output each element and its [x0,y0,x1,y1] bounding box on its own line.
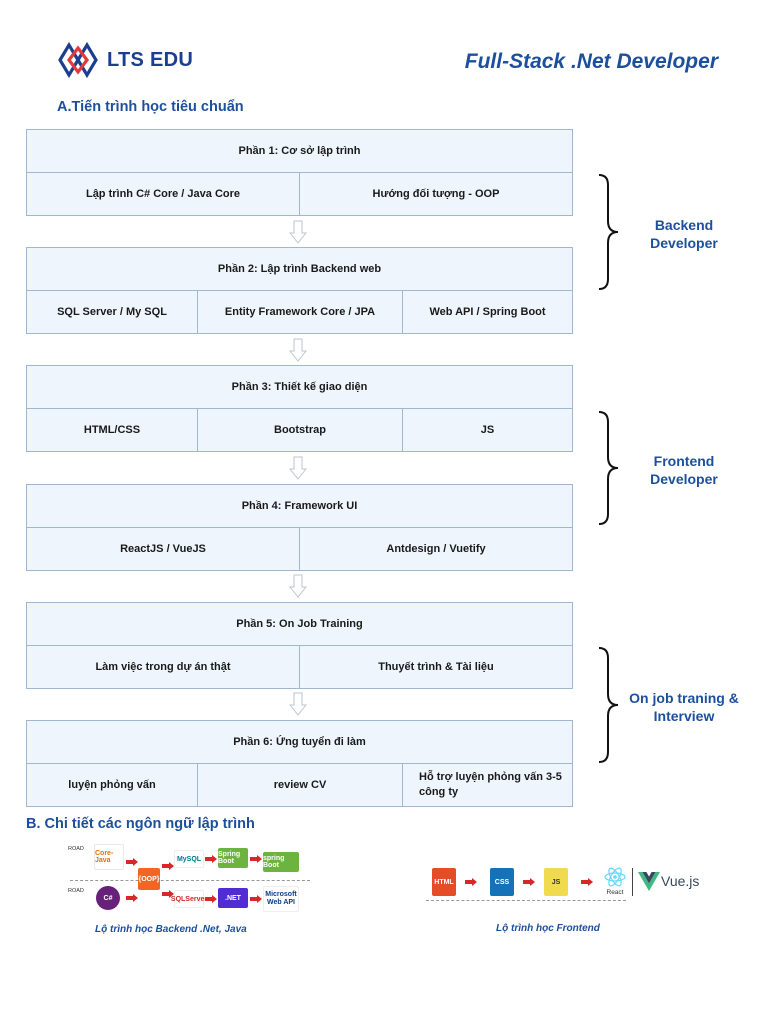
arrow-right-icon [250,895,262,903]
arrow-right-icon [465,878,477,886]
road-label: ROAD [68,846,84,852]
phase-topics: Làm việc trong dự án thật Thuyết trình &… [27,646,572,688]
html5-tile: HTML [432,868,456,896]
phase-topic: Hỗ trợ luyện phỏng vấn 3-5 công ty [419,771,562,798]
phase-topic: Hướng đối tượng - OOP [372,188,500,200]
arrow-right-icon [581,878,593,886]
arrow-right-icon [162,862,174,870]
phase-topic: review CV [198,764,403,806]
phase-3-box: Phần 3: Thiết kế giao diện HTML/CSS Boot… [26,365,573,452]
dotnet-tile: .NET [218,888,248,908]
react-icon [604,867,626,887]
phase-topic: JS [480,424,495,436]
oop-tile: {OOP} [138,868,160,890]
divider [70,880,310,881]
phase-5-box: Phần 5: On Job Training Làm việc trong d… [26,602,573,689]
divider [426,900,626,901]
phase-title: Phần 1: Cơ sở lập trình [27,130,572,173]
phase-topic: Antdesign / Vuetify [386,543,486,555]
phase-topic: HTML/CSS [27,409,198,451]
document-title: Full-Stack .Net Developer [464,50,718,73]
phase-topic: Bootstrap [198,409,403,451]
phase-topic: Entity Framework Core / JPA [198,291,403,333]
vue-icon [638,872,660,891]
arrow-right-icon [162,890,174,898]
down-arrow-icon [289,338,307,362]
arrow-right-icon [250,855,262,863]
phase-topics: SQL Server / My SQL Entity Framework Cor… [27,291,572,333]
phase-topics: Lập trình C# Core / Java Core Hướng đối … [27,173,572,215]
phase-2-box: Phần 2: Lập trình Backend web SQL Server… [26,247,573,334]
csharp-tile: C# [96,886,120,910]
phase-title: Phần 4: Framework UI [27,485,572,528]
backend-roadmap-graphic: ROAD ROAD Core-Java C# {OOP} MySQL SQLSe… [64,842,310,918]
spring-boot-tile: Spring Boot [218,848,248,868]
frontend-roadmap-graphic: HTML CSS JS React Vue.js [424,862,706,906]
divider [632,868,633,896]
phase-6-box: Phần 6: Ứng tuyển đi làm luyện phỏng vấn… [26,720,573,807]
section-b-heading: B. Chi tiết các ngôn ngữ lập trình [26,816,255,832]
backend-caption: Lộ trình học Backend .Net, Java [95,924,247,935]
down-arrow-icon [289,456,307,480]
phase-title: Phần 2: Lập trình Backend web [27,248,572,291]
phase-topic: Web API / Spring Boot [429,306,546,318]
down-arrow-icon [289,220,307,244]
group-label-backend: Backend Developer [650,217,718,251]
vuejs-label: Vue.js [661,873,700,889]
phase-topic: Thuyết trình & Tài liệu [378,661,494,673]
phase-topic: luyện phỏng vấn [27,764,198,806]
lts-logo-icon [58,42,98,78]
curly-bracket-icon [598,411,619,525]
arrow-right-icon [126,894,138,902]
phase-topic: Lập trình C# Core / Java Core [27,173,300,215]
phase-title: Phần 3: Thiết kế giao diện [27,366,572,409]
logo-text: LTS EDU [107,48,194,71]
phase-4-box: Phần 4: Framework UI ReactJS / VueJS Ant… [26,484,573,571]
section-a-heading: A.Tiến trình học tiêu chuẩn [57,99,244,115]
java-core-tile: Core-Java [94,844,124,870]
group-label-onjob: On job traning & Interview [629,690,739,724]
phase-topics: luyện phỏng vấn review CV Hỗ trợ luyện p… [27,764,572,806]
phase-topics: HTML/CSS Bootstrap JS [27,409,572,451]
phase-topic: SQL Server / My SQL [27,291,198,333]
group-label-frontend: Frontend Developer [650,453,718,487]
arrow-right-icon [205,855,217,863]
phase-topics: ReactJS / VueJS Antdesign / Vuetify [27,528,572,570]
spring-boot-logo-tile: spring Boot [263,852,299,872]
brand-logo: LTS EDU [57,42,193,78]
phase-title: Phần 5: On Job Training [27,603,572,646]
curly-bracket-icon [598,174,619,290]
curly-bracket-icon [598,647,619,763]
phase-title: Phần 6: Ứng tuyển đi làm [27,721,572,764]
phase-1-box: Phần 1: Cơ sở lập trình Lập trình C# Cor… [26,129,573,216]
arrow-right-icon [205,895,217,903]
phase-topic: ReactJS / VueJS [27,528,300,570]
css3-tile: CSS [490,868,514,896]
arrow-right-icon [523,878,535,886]
road-label: ROAD [68,888,84,894]
down-arrow-icon [289,574,307,598]
web-api-tile: Microsoft Web API [263,886,299,912]
js-tile: JS [544,868,568,896]
react-label: React [606,889,624,896]
frontend-caption: Lộ trình học Frontend [496,923,600,934]
mysql-tile: MySQL [174,850,204,868]
sqlserver-tile: SQLServer [171,890,207,908]
arrow-right-icon [126,858,138,866]
phase-topic: Làm việc trong dự án thật [27,646,300,688]
down-arrow-icon [289,692,307,716]
